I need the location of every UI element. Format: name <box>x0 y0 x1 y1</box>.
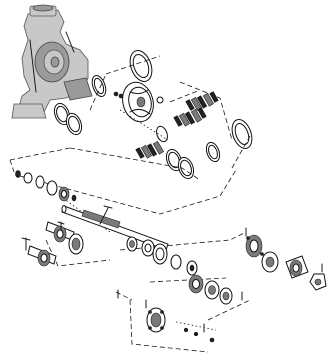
bearing-small-parts <box>15 170 77 202</box>
impeller <box>122 81 154 123</box>
back-plate-ring <box>129 50 153 82</box>
bearings <box>126 236 198 276</box>
casing-gasket <box>91 74 107 98</box>
seal-stack <box>135 91 221 180</box>
pump-casing <box>11 4 93 119</box>
wear-rings <box>53 102 83 136</box>
stuffing-box-cover <box>231 119 253 149</box>
lower-coupling <box>117 274 243 343</box>
bearing-housing <box>21 221 84 267</box>
coupling-parts <box>245 227 327 291</box>
